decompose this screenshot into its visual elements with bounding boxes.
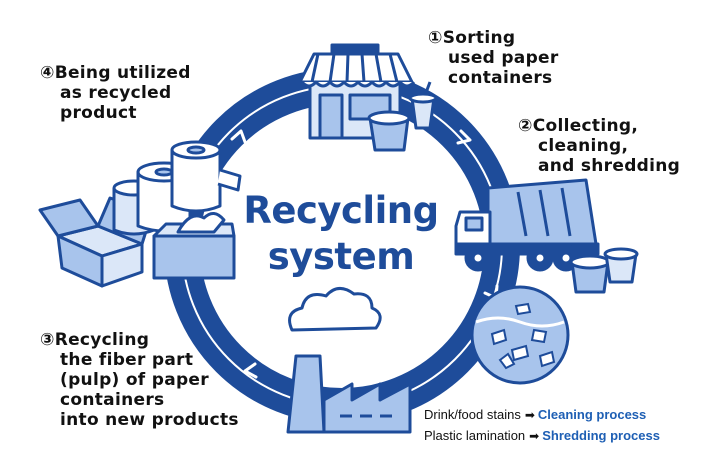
step-4-label: ④Being utilized as recycled product [40, 63, 191, 123]
ring-arrow-icon [243, 362, 258, 379]
garbage-truck-icon [454, 178, 600, 272]
process-note-lamination: Plastic lamination➡Shredding process [424, 428, 660, 443]
note-issue: Plastic lamination [424, 428, 526, 443]
step-line: containers [448, 68, 553, 88]
step-line: product [60, 103, 137, 123]
step-line: used paper [448, 48, 559, 68]
paper-cups-icon [367, 81, 438, 152]
step-line: Recycling [54, 330, 150, 350]
step-line: Collecting, [532, 116, 639, 136]
step-line: containers [60, 390, 165, 410]
paper-cups-icon [569, 247, 639, 294]
note-issue: Drink/food stains [424, 407, 521, 422]
step-number: ③ [40, 330, 55, 350]
step-line: (pulp) of paper [60, 370, 209, 390]
step-number: ② [518, 116, 533, 136]
title-line-1: Recycling [243, 189, 439, 232]
step-line: Being utilized [54, 63, 191, 83]
step-line: the fiber part [60, 350, 194, 370]
step-line: as recycled [60, 83, 172, 103]
toilet-paper-rolls-icon [112, 140, 242, 236]
note-process: Shredding process [542, 428, 660, 443]
diagram-title: Recycling system [216, 188, 466, 280]
step-line: and shredding [538, 156, 681, 176]
ring-arrow-icon [230, 129, 247, 144]
tissue-box-icon [152, 212, 236, 280]
step-2-label: ②Collecting, cleaning, and shredding [518, 116, 680, 176]
title-line-2: system [267, 235, 415, 278]
step-3-label: ③Recycling the fiber part (pulp) of pape… [40, 330, 239, 430]
shredded-pulp-icon [470, 285, 570, 385]
right-arrow-icon: ➡ [524, 408, 535, 422]
store-icon [298, 43, 416, 140]
ring-arrow-icon [456, 129, 472, 145]
factory-icon [286, 287, 412, 434]
step-number: ④ [40, 63, 55, 83]
step-number: ① [428, 28, 443, 48]
step-line: into new products [60, 410, 239, 430]
right-arrow-icon: ➡ [529, 429, 540, 443]
note-process: Cleaning process [537, 407, 647, 422]
step-1-label: ①Sorting used paper containers [428, 28, 559, 88]
process-note-stains: Drink/food stains➡Cleaning process [424, 407, 646, 422]
step-line: cleaning, [538, 136, 629, 156]
step-line: Sorting [442, 28, 516, 48]
